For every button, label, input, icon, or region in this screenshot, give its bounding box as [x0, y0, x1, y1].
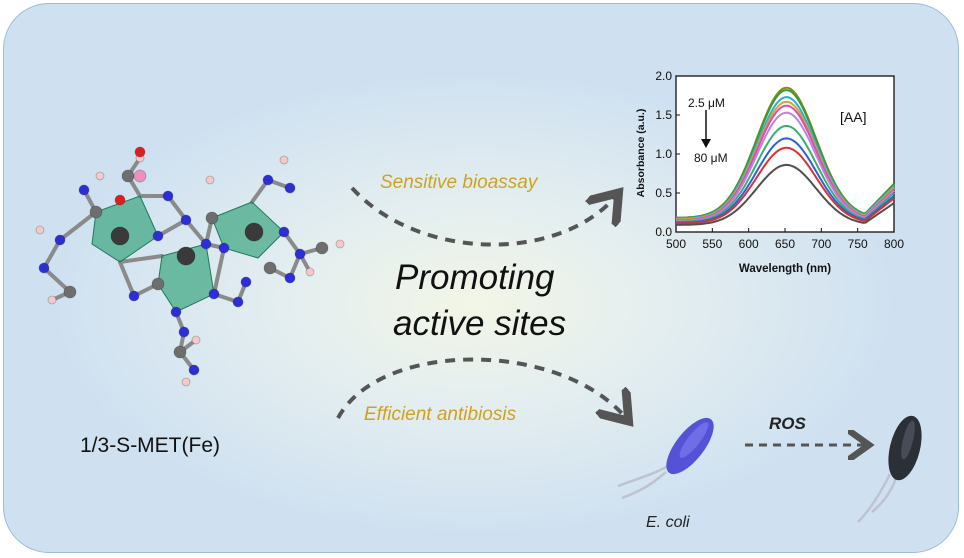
chart-curves: [675, 86, 895, 226]
atom: [279, 155, 289, 165]
chart-x-tick-label: 800: [884, 237, 904, 251]
atom: [47, 295, 57, 305]
atom: [294, 248, 306, 260]
chart-series-10: [676, 163, 895, 226]
atom: [240, 276, 252, 288]
atom: [173, 345, 187, 359]
bioassay-arrow: [350, 186, 616, 247]
atom: [263, 261, 277, 275]
chart-x-tick-label: 700: [811, 237, 831, 251]
atom: [284, 272, 296, 284]
atom: [152, 230, 164, 242]
atom: [208, 288, 220, 300]
atom: [38, 262, 50, 274]
atom: [218, 242, 230, 254]
antibiosis-arrow: [336, 357, 626, 419]
chart-y-tick-label: 1.5: [655, 108, 672, 122]
chart-annotation-bottom: 80 μM: [694, 151, 728, 165]
bond: [58, 210, 98, 242]
atom: [181, 377, 191, 387]
fe-octahedra: [91, 195, 285, 313]
atom: [191, 335, 201, 345]
bond: [42, 238, 62, 270]
ros-label: ROS: [769, 414, 806, 433]
atom: [63, 285, 77, 299]
chart-series-6: [675, 111, 895, 222]
atom: [134, 146, 146, 158]
atom: [176, 246, 196, 266]
chart-y-ticks: 0.0 0.5 1.0 1.5 2.0: [655, 69, 680, 239]
chart-legend: [AA]: [840, 109, 866, 125]
chart-y-tick-label: 1.0: [655, 147, 672, 161]
atom: [262, 174, 274, 186]
atom: [305, 267, 315, 277]
bond: [118, 254, 164, 264]
chart-x-tick-label: 550: [702, 237, 722, 251]
atom: [188, 364, 200, 376]
atom: [133, 169, 147, 183]
atom: [78, 184, 90, 196]
chart-x-tick-label: 750: [848, 237, 868, 251]
atom: [205, 211, 219, 225]
center-title-line1: Promoting: [395, 258, 555, 297]
chart-series-7: [675, 124, 895, 223]
atom: [170, 306, 182, 318]
chart-y-tick-label: 2.0: [655, 69, 672, 83]
chart-x-ticks: 500 550 600 650 700 750 800: [666, 228, 904, 251]
molecule-label: 1/3-S-MET(Fe): [80, 434, 221, 457]
atom: [315, 241, 329, 255]
atom: [95, 171, 105, 181]
atom: [54, 234, 66, 246]
center-title-line2: active sites: [393, 304, 567, 343]
atom: [284, 182, 296, 194]
atom: [110, 226, 130, 246]
ecoli-label: E. coli: [646, 514, 690, 531]
chart-series-8: [675, 137, 895, 224]
chart-annotation-top: 2.5 μM: [688, 96, 725, 110]
live-bacterium-icon: [617, 417, 714, 500]
chart-series-9: [676, 146, 895, 225]
molecule-atoms: [35, 146, 345, 387]
bond: [156, 218, 188, 238]
atom: [205, 175, 215, 185]
bond: [118, 260, 136, 298]
atom: [278, 226, 290, 238]
atom: [151, 277, 165, 291]
chart-y-tick-label: 0.5: [655, 186, 672, 200]
chart-y-tick-label: 0.0: [655, 225, 672, 239]
efficient-antibiosis-label: Efficient antibiosis: [364, 404, 517, 425]
chart-x-tick-label: 600: [739, 237, 759, 251]
chart-x-tick-label: 500: [666, 237, 686, 251]
atom: [128, 290, 140, 302]
atom: [114, 194, 126, 206]
bond: [184, 218, 208, 246]
atom: [178, 326, 190, 338]
atom: [162, 190, 174, 202]
chart-series-5: [675, 104, 895, 222]
chart-x-tick-label: 650: [775, 237, 795, 251]
chart-x-label: Wavelength (nm): [739, 263, 831, 275]
atom: [200, 238, 212, 250]
atom: [35, 225, 45, 235]
chart-down-arrow: [701, 110, 711, 148]
atom: [244, 222, 264, 242]
chart-y-label: Absorbance (a.u.): [635, 109, 647, 198]
atom: [89, 205, 103, 219]
atom: [180, 214, 192, 226]
atom: [335, 239, 345, 249]
sensitive-bioassay-label: Sensitive bioassay: [380, 172, 538, 193]
atom: [232, 296, 244, 308]
bond: [212, 246, 226, 296]
dead-bacterium-icon: [857, 415, 922, 523]
